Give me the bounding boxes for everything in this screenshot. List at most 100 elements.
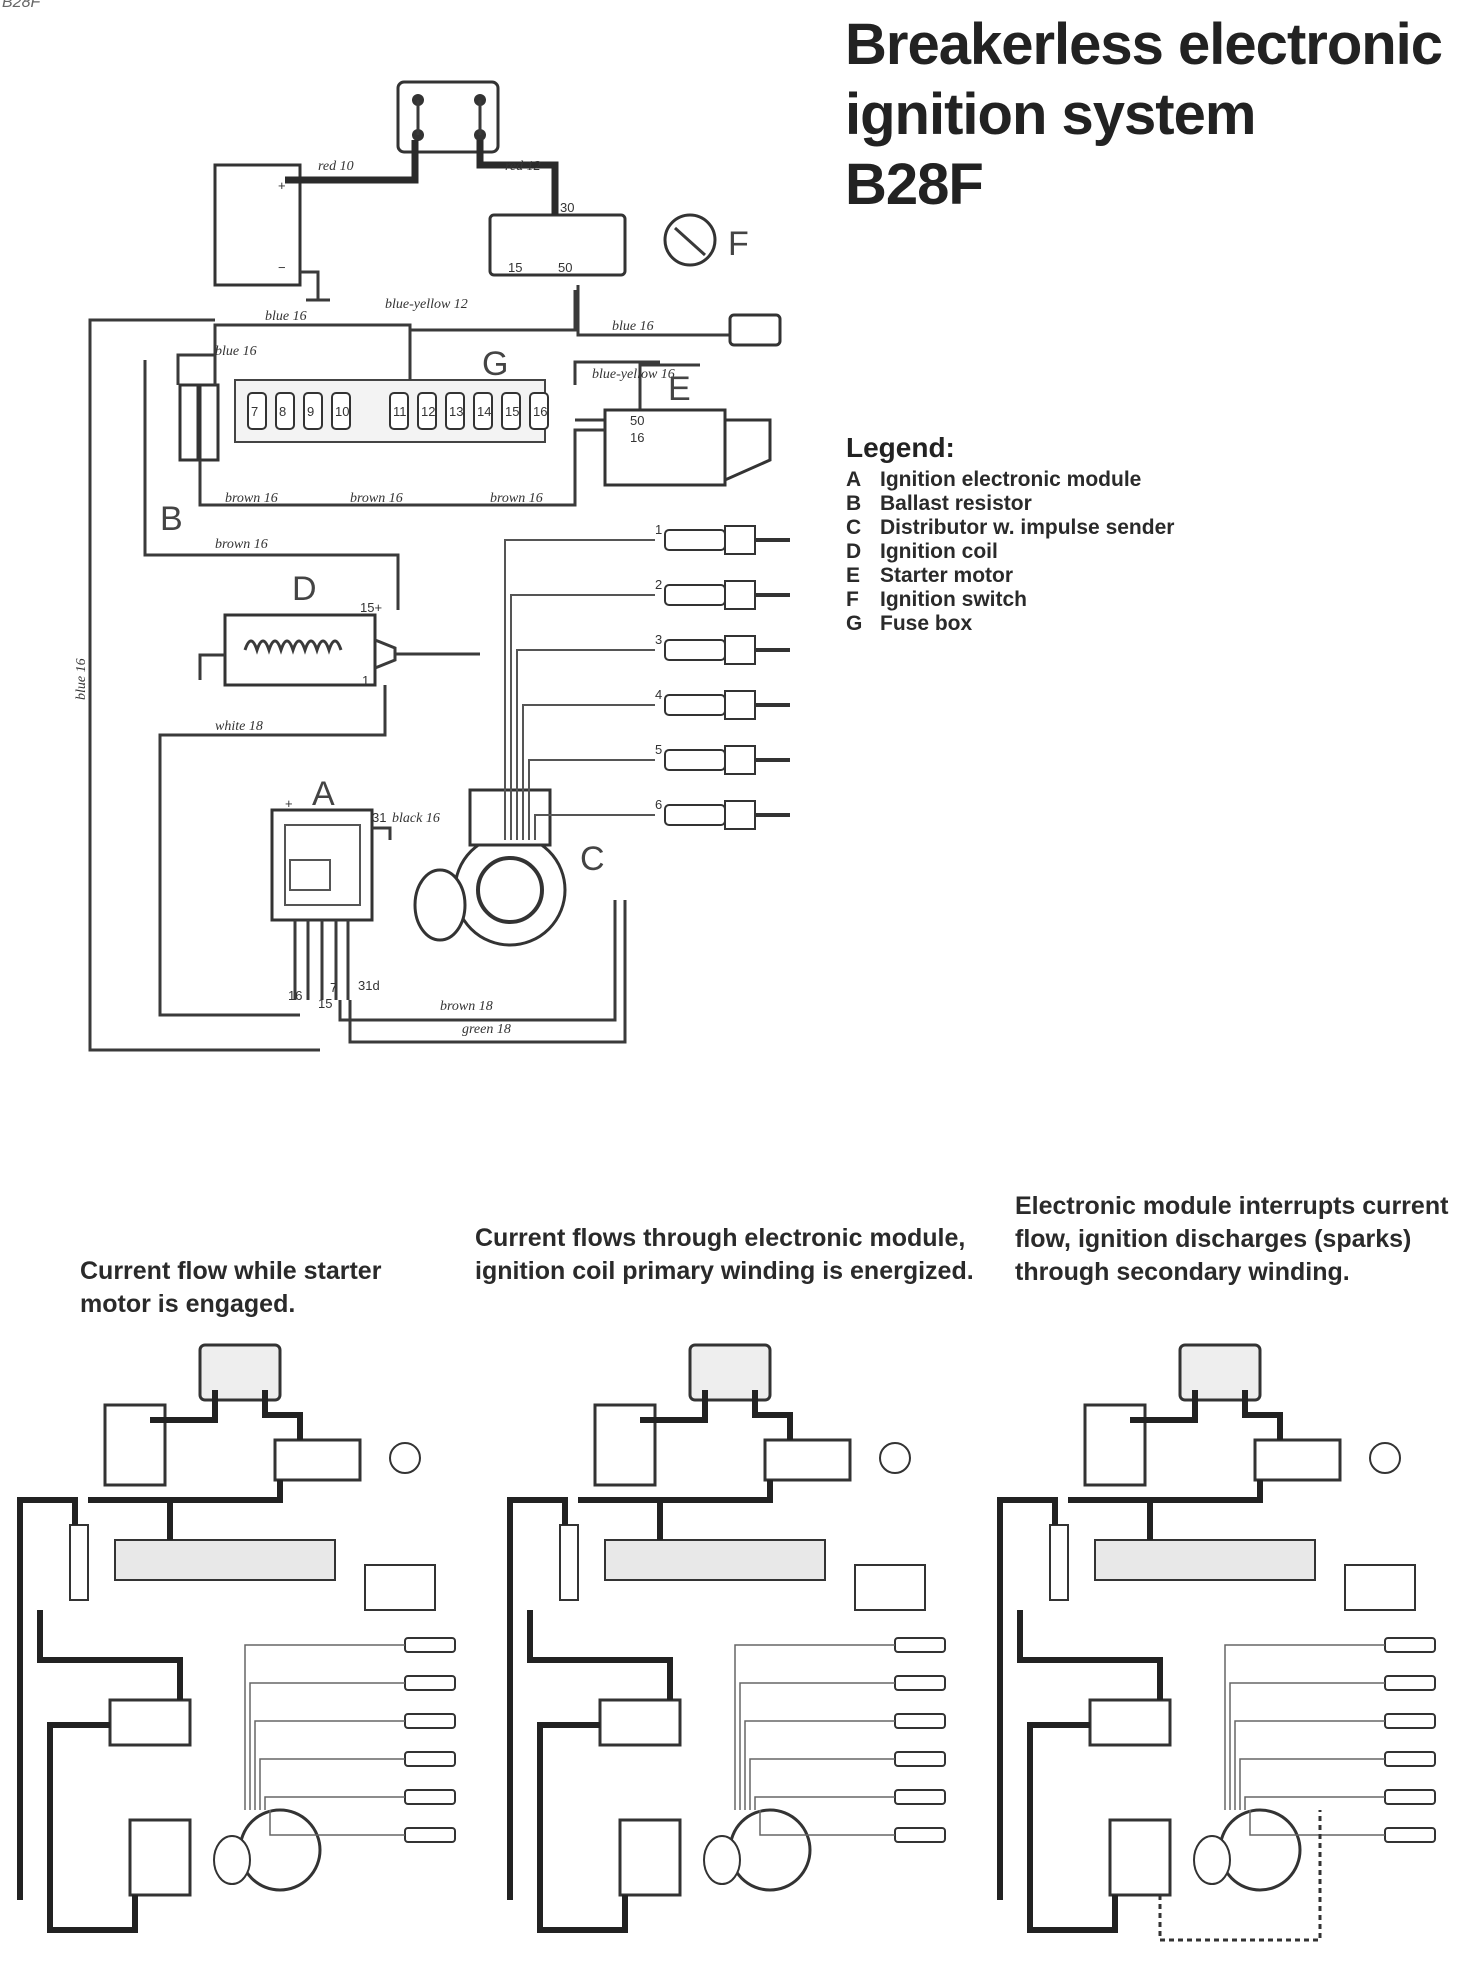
mini-plug-lead: [269, 1810, 405, 1836]
label-brown-18: brown 18: [440, 999, 493, 1014]
module-terminal-16: 16: [288, 988, 302, 1003]
spark-plug: 4: [522, 687, 790, 840]
component-letter-d: D: [292, 570, 317, 608]
spark-plug: 2: [510, 577, 790, 840]
component-letter-b: B: [160, 500, 183, 538]
mini-spark-plug: [404, 1675, 456, 1691]
mini-plug-lead: [1249, 1810, 1385, 1836]
label-blue-16-vertical: blue 16: [74, 658, 89, 700]
mini-plug-lead: [1234, 1720, 1385, 1810]
mini-plug-lead: [249, 1682, 405, 1810]
legend-text: Ignition electronic module: [880, 468, 1142, 491]
legend-text: Ignition switch: [880, 588, 1027, 611]
starter-terminal-16: 16: [630, 430, 644, 445]
caption-coil-energized: Current flows through electronic module,…: [475, 1224, 974, 1285]
fuse: 15: [501, 392, 521, 430]
battery: + −: [213, 163, 330, 302]
legend-key: C: [846, 516, 862, 539]
plug-number: 2: [655, 577, 662, 592]
mini-plug-lead: [744, 1720, 895, 1810]
label-blue-yellow-16: blue-yellow 16: [592, 367, 675, 382]
mini-relay: [198, 1343, 282, 1402]
wire-red-12: [476, 140, 559, 215]
legend-key: E: [846, 564, 861, 587]
mini-spark-plug: [1384, 1827, 1436, 1843]
fuse-number: 7: [251, 404, 258, 419]
mini-plug-lead: [734, 1644, 895, 1810]
fuse-number: 12: [421, 404, 435, 419]
mini-spark-plug: [404, 1789, 456, 1805]
mini-vacuum-unit: [213, 1835, 251, 1885]
mini-plug-lead: [754, 1796, 895, 1810]
label-blue-16-right: blue 16: [612, 319, 654, 334]
mini-spark-plug: [894, 1637, 946, 1653]
mini-plug-lead: [1229, 1682, 1385, 1810]
mini-starter: [1344, 1564, 1416, 1611]
mini-plug-lead: [749, 1758, 895, 1810]
mini-current-path: [997, 1480, 1263, 1900]
legend-key: B: [846, 492, 862, 515]
wire-white-18: [158, 685, 387, 1017]
mini-spark-plug: [1384, 1751, 1436, 1767]
ignition-switch: F 30 15 50: [488, 200, 749, 277]
mini-spark-plug: [1384, 1789, 1436, 1805]
module-terminal-7: 7: [330, 980, 337, 995]
spark-plug: 5: [528, 742, 790, 840]
mini-spark-plug: [894, 1713, 946, 1729]
mini-switch: [273, 1438, 362, 1482]
label-brown-16-b: brown 16: [350, 491, 403, 506]
fuse-number: 10: [335, 404, 349, 419]
caption-starter-engaged: Current flow while starter motor is enga…: [80, 1257, 382, 1318]
mini-ballast: [69, 1524, 89, 1601]
fuel-connector: [728, 313, 782, 347]
mini-coil: [598, 1698, 682, 1747]
plug-number: 3: [655, 632, 662, 647]
mini-key: [389, 1442, 421, 1474]
mini-vacuum-unit: [703, 1835, 741, 1885]
page-code-label: B28F: [2, 0, 41, 11]
mini-spark-plug: [894, 1827, 946, 1843]
mini-starter: [854, 1564, 926, 1611]
sequence-diagram-discharge: [997, 1343, 1436, 1942]
starter-motor: E 50 16: [603, 370, 772, 487]
sequence-diagram-starter: [17, 1343, 456, 1933]
mini-plug-lead: [1239, 1758, 1385, 1810]
terminal-30: 30: [560, 200, 574, 215]
mini-coil: [1088, 1698, 1172, 1747]
mini-ballast: [1049, 1524, 1069, 1601]
starter-terminal-50: 50: [630, 413, 644, 428]
module-terminal-31: 31: [372, 810, 386, 825]
mini-fuse-box: [604, 1539, 826, 1581]
fuse: 7: [247, 392, 267, 430]
mini-plug-lead: [759, 1810, 895, 1836]
mini-fuse-box: [114, 1539, 336, 1581]
label-white-18: white 18: [215, 719, 263, 734]
fuse: 8: [275, 392, 295, 430]
module-terminal-31d: 31d: [358, 978, 380, 993]
distributor: C: [413, 788, 605, 947]
mini-plug-lead: [1224, 1644, 1385, 1810]
sequence-diagram-energized: [507, 1343, 946, 1933]
mini-plug-lead: [259, 1758, 405, 1810]
label-red-10: red 10: [318, 159, 354, 174]
mini-fuse-box: [1094, 1539, 1316, 1581]
mini-spark-plug: [894, 1751, 946, 1767]
legend-text: Fuse box: [880, 612, 973, 635]
fuse: 9: [303, 392, 323, 430]
label-green-18: green 18: [462, 1022, 511, 1037]
wire-green-18: [348, 900, 627, 1044]
mini-spark-plug: [1384, 1637, 1436, 1653]
label-brown-16-d: brown 16: [215, 537, 268, 552]
plug-number: 4: [655, 687, 662, 702]
mini-vacuum-unit: [1193, 1835, 1231, 1885]
mini-spark-plug: [1384, 1713, 1436, 1729]
plug-number: 1: [655, 522, 662, 537]
mini-current-path: [37, 1610, 183, 1933]
mini-distributor: [1218, 1808, 1302, 1892]
mini-current-path: [507, 1480, 773, 1900]
